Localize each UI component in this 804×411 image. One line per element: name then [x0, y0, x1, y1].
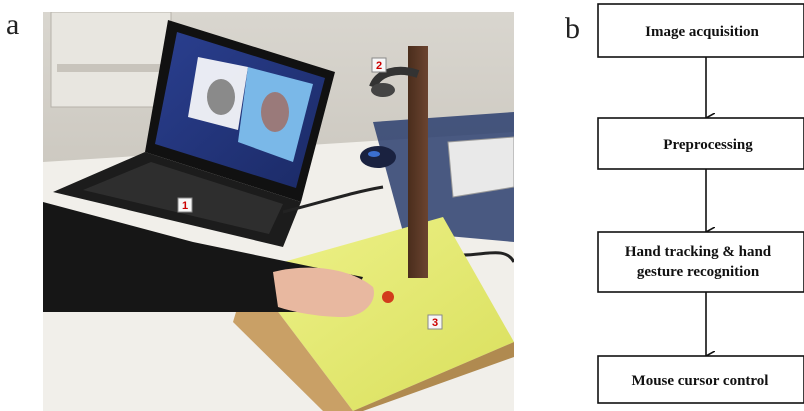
- webcam: [371, 83, 395, 97]
- flow-step-3-label-line-1: Hand tracking & hand: [625, 244, 772, 260]
- marker-2-label: 2: [376, 60, 382, 72]
- marker-box-2: [371, 57, 387, 73]
- cable: [282, 185, 384, 214]
- red-marker: [382, 291, 394, 303]
- flow-box-hand-tracking: [597, 231, 804, 293]
- board-edge: [353, 342, 514, 411]
- marker-box-3: [427, 314, 443, 330]
- mouse: [360, 146, 396, 168]
- yellow-board: [248, 217, 514, 411]
- flow-box-preprocessing: [597, 117, 804, 170]
- panel-label-b: b: [565, 12, 580, 45]
- printer: [50, 12, 172, 108]
- flow-box-mouse-cursor-control: [597, 355, 804, 404]
- mouse-highlight: [368, 151, 380, 157]
- printer-slot: [57, 64, 165, 72]
- panel-label-a: a: [6, 8, 20, 41]
- flow-step-1-label: Image acquisition: [645, 24, 759, 40]
- power-strip: [447, 136, 514, 198]
- marker-3-label: 3: [432, 317, 438, 329]
- screen-hand-right: [261, 92, 289, 132]
- flow-box-image-acquisition: [597, 3, 804, 58]
- camera-arm: [369, 66, 420, 89]
- marker-box-1: [177, 197, 193, 213]
- flow-step-2-label: Preprocessing: [663, 137, 753, 153]
- camera-pole: [408, 46, 428, 278]
- flowchart: Image acquisition Preprocessing Hand tra…: [597, 3, 804, 404]
- screen-hand-left: [207, 79, 235, 115]
- marker-1-label: 1: [182, 200, 188, 212]
- flow-step-4-label: Mouse cursor control: [632, 373, 769, 389]
- hand: [273, 267, 374, 317]
- setup-photo: 1 2 3: [43, 12, 514, 411]
- setup-photo-illustration: 1 2 3: [43, 12, 514, 411]
- flow-step-3-label-line-2: gesture recognition: [637, 264, 760, 280]
